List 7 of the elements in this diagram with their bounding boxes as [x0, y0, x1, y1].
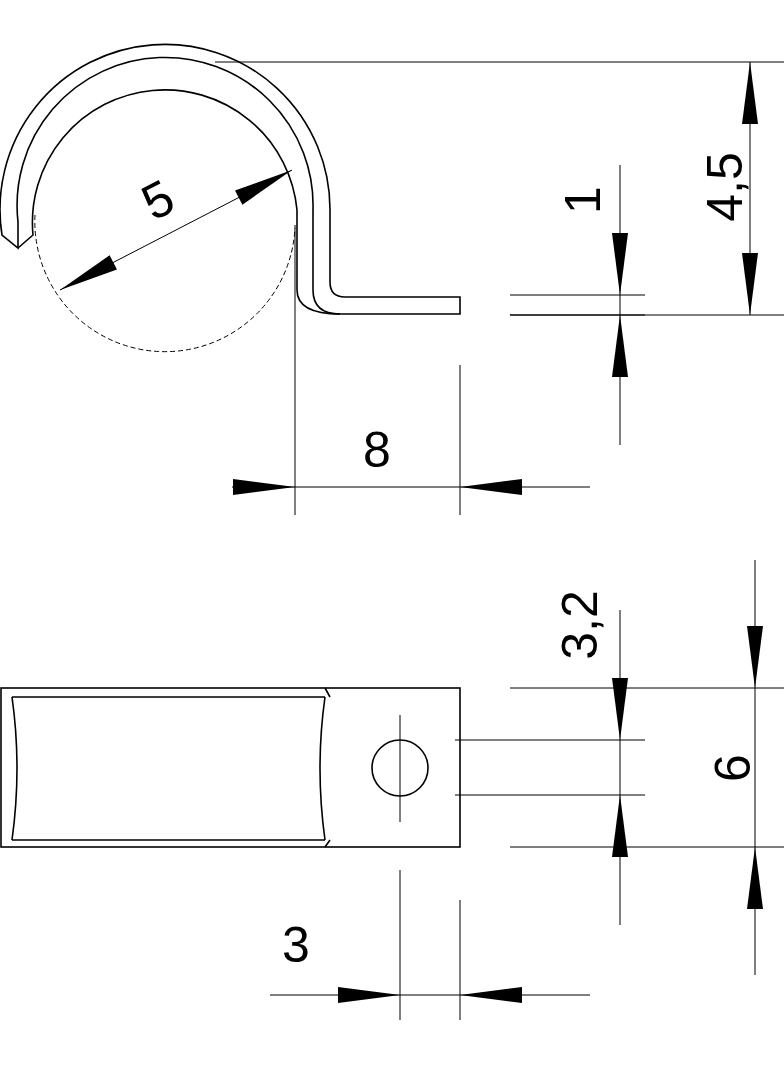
dimension-value: 5 [134, 171, 182, 229]
dimension-value: 3,2 [554, 590, 605, 660]
dimension-value: 4,5 [699, 152, 750, 222]
dimension-value: 1 [557, 186, 608, 214]
dimension-value: 6 [707, 754, 758, 782]
dimension-value: 3 [282, 920, 310, 970]
dimension-value: 8 [363, 425, 391, 475]
